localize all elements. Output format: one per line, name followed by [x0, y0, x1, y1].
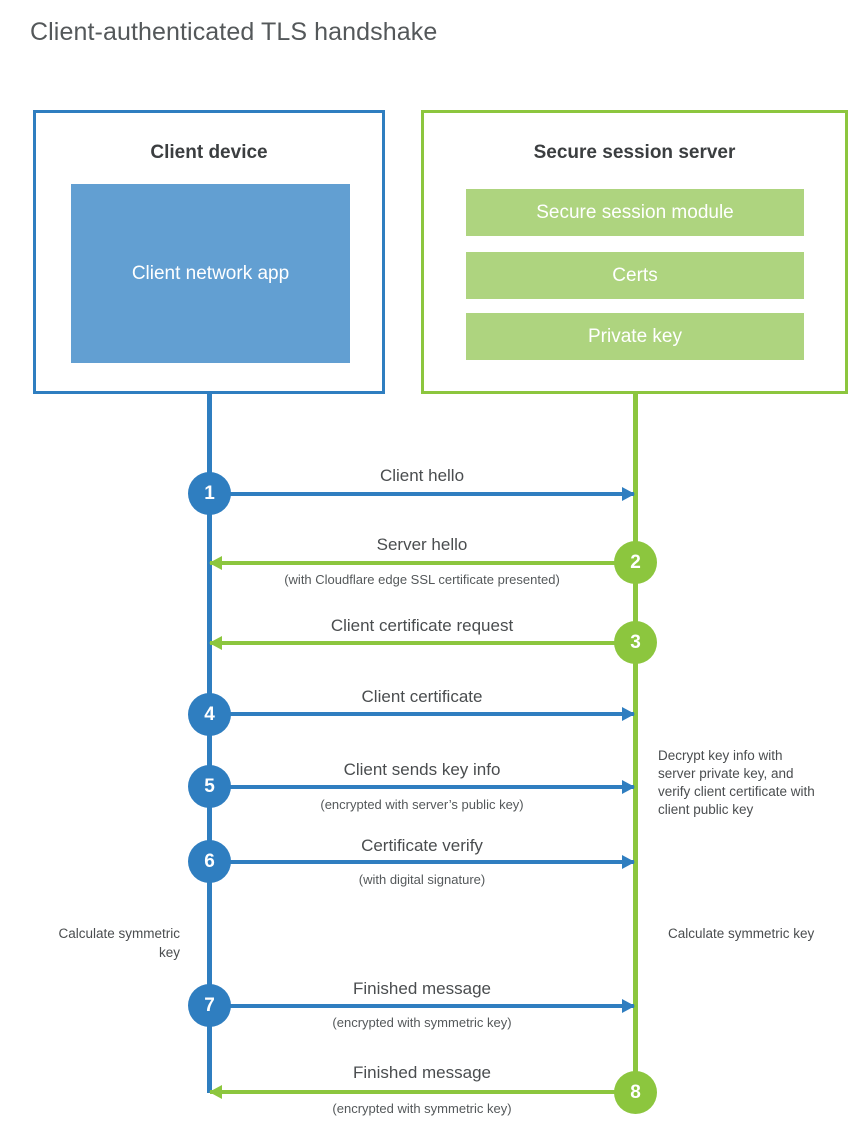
arrowhead-right-icon	[622, 487, 635, 501]
step-circle-7: 7	[188, 984, 231, 1027]
step-circle-6: 6	[188, 840, 231, 883]
arrowhead-right-icon	[622, 999, 635, 1013]
client-device-box: Client device Client network app	[33, 110, 385, 394]
message-label-step-2: Server hello	[376, 535, 468, 554]
note-calculate-symmetric-key-server: Calculate symmetric key	[668, 926, 815, 941]
server-block-secure-session-module: Secure session module	[466, 189, 804, 236]
message-sublabel-step-6: (with digital signature)	[358, 872, 486, 887]
secure-session-server-box: Secure session server Secure session mod…	[421, 110, 848, 394]
arrow-step-7	[210, 999, 635, 1013]
message-label-step-8: Finished message	[353, 1063, 491, 1082]
step-circle-4: 4	[188, 693, 231, 736]
step-circle-8: 8	[614, 1071, 657, 1114]
note-decrypt-key-info: Decrypt key info with server private key…	[658, 748, 815, 817]
arrowhead-right-icon	[622, 855, 635, 869]
client-lifeline	[207, 393, 212, 1093]
server-block-certs: Certs	[466, 252, 804, 299]
server-block-label: Certs	[612, 264, 658, 286]
page-title: Client-authenticated TLS handshake	[30, 18, 438, 46]
arrow-step-8	[209, 1085, 634, 1099]
message-sublabel-step-5: (encrypted with server’s public key)	[320, 797, 524, 812]
arrowhead-left-icon	[209, 556, 222, 570]
message-label-step-3: Client certificate request	[330, 616, 514, 635]
arrow-step-5	[210, 780, 635, 794]
step-circle-1: 1	[188, 472, 231, 515]
client-network-app-block: Client network app	[71, 184, 350, 363]
message-label-step-5: Client sends key info	[343, 760, 501, 779]
message-label-step-4: Client certificate	[361, 687, 483, 706]
message-sublabel-step-7: (encrypted with symmetric key)	[332, 1015, 512, 1030]
arrowhead-right-icon	[622, 780, 635, 794]
message-sublabel-step-8: (encrypted with symmetric key)	[332, 1101, 512, 1116]
arrow-step-2	[209, 556, 634, 570]
arrowhead-left-icon	[209, 636, 222, 650]
arrow-step-1	[210, 487, 635, 501]
server-block-label: Private key	[588, 325, 682, 347]
note-calculate-symmetric-key-client: Calculate symmetric key	[58, 926, 180, 960]
message-label-step-6: Certificate verify	[361, 836, 483, 855]
message-label-step-7: Finished message	[353, 979, 491, 998]
server-block-label: Secure session module	[536, 201, 734, 223]
arrow-step-3	[209, 636, 634, 650]
client-device-title: Client device	[150, 142, 268, 163]
client-network-app-label: Client network app	[131, 263, 290, 284]
arrow-step-4	[210, 707, 635, 721]
step-circle-2: 2	[614, 541, 657, 584]
arrowhead-left-icon	[209, 1085, 222, 1099]
secure-session-server-title: Secure session server	[533, 142, 736, 163]
message-sublabel-step-2: (with Cloudflare edge SSL certificate pr…	[284, 572, 560, 587]
arrow-step-6	[210, 855, 635, 869]
server-block-private-key: Private key	[466, 313, 804, 360]
arrowhead-right-icon	[622, 707, 635, 721]
message-label-step-1: Client hello	[379, 466, 465, 485]
server-lifeline	[633, 393, 638, 1093]
step-circle-5: 5	[188, 765, 231, 808]
step-circle-3: 3	[614, 621, 657, 664]
